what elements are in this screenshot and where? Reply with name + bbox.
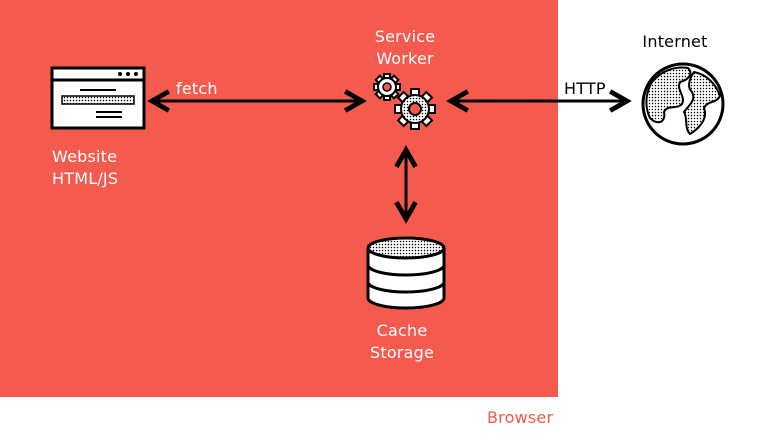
cache-storage-label-line1: Cache (376, 321, 428, 340)
globe-icon (641, 62, 725, 146)
internet-label: Internet (642, 32, 708, 51)
database-icon (366, 236, 446, 310)
website-label-line2: HTML/JS (52, 169, 119, 188)
fetch-label: fetch (176, 79, 218, 98)
service-worker-label-line2: Worker (376, 49, 434, 68)
browser-label: Browser (487, 408, 554, 427)
browser-container (0, 0, 558, 397)
service-worker-label-line1: Service (374, 27, 436, 46)
gears-icon (373, 73, 436, 130)
browser-window-icon (50, 66, 146, 130)
http-label: HTTP (564, 79, 606, 98)
website-label-line1: Website (52, 147, 118, 166)
cache-storage-label-line2: Storage (369, 343, 435, 362)
